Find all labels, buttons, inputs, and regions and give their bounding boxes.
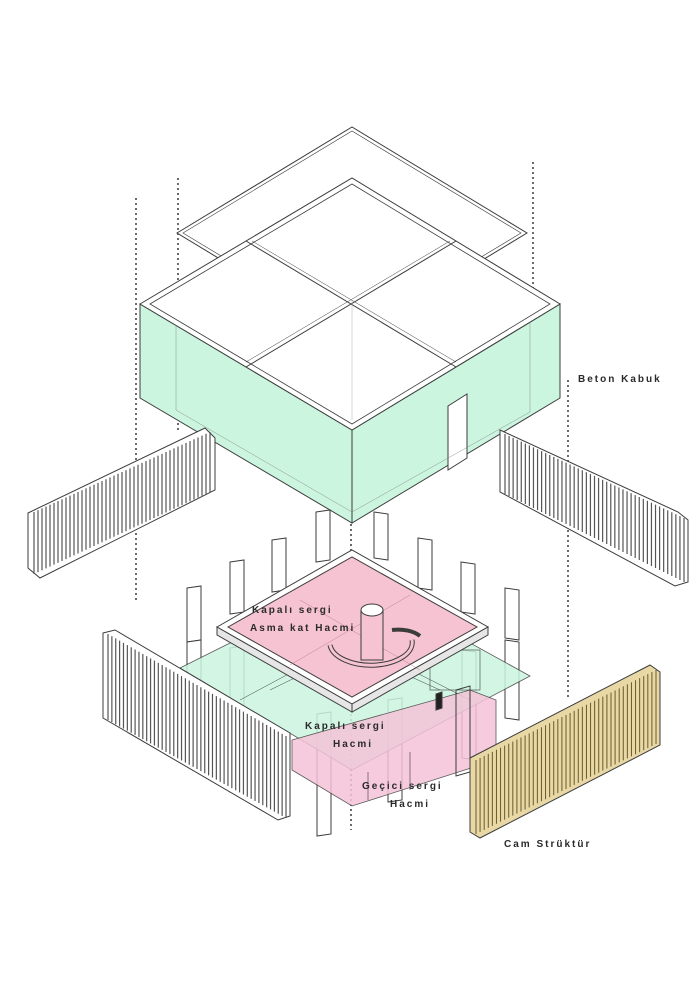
cylinder-core [360,609,384,661]
label-kapali-sergi-hacmi-line2: Hacmi [333,739,374,750]
shell-door-opening [447,393,468,471]
label-beton-kabuk: Beton Kabuk [578,374,662,385]
label-kapali-sergi-asma-line1: Kapalı sergi [252,605,333,616]
glass-structure-panel [469,664,661,839]
mezzanine-plate [215,549,490,713]
label-gecici-sergi-line1: Geçici sergi [362,781,443,792]
louver-panel-lower-left [102,629,291,821]
front-doors [435,685,471,777]
label-kapali-sergi-asma-line2: Asma kat Hacmi [250,623,356,634]
label-kapali-sergi-hacmi-line1: Kapalı sergi [305,721,386,732]
label-cam-struktur: Cam Strüktür [504,839,592,850]
louver-panel-upper-left [27,427,216,579]
louver-panel-upper-right [499,429,689,587]
concrete-shell [139,177,561,524]
label-gecici-sergi-line2: Hacmi [390,799,431,810]
